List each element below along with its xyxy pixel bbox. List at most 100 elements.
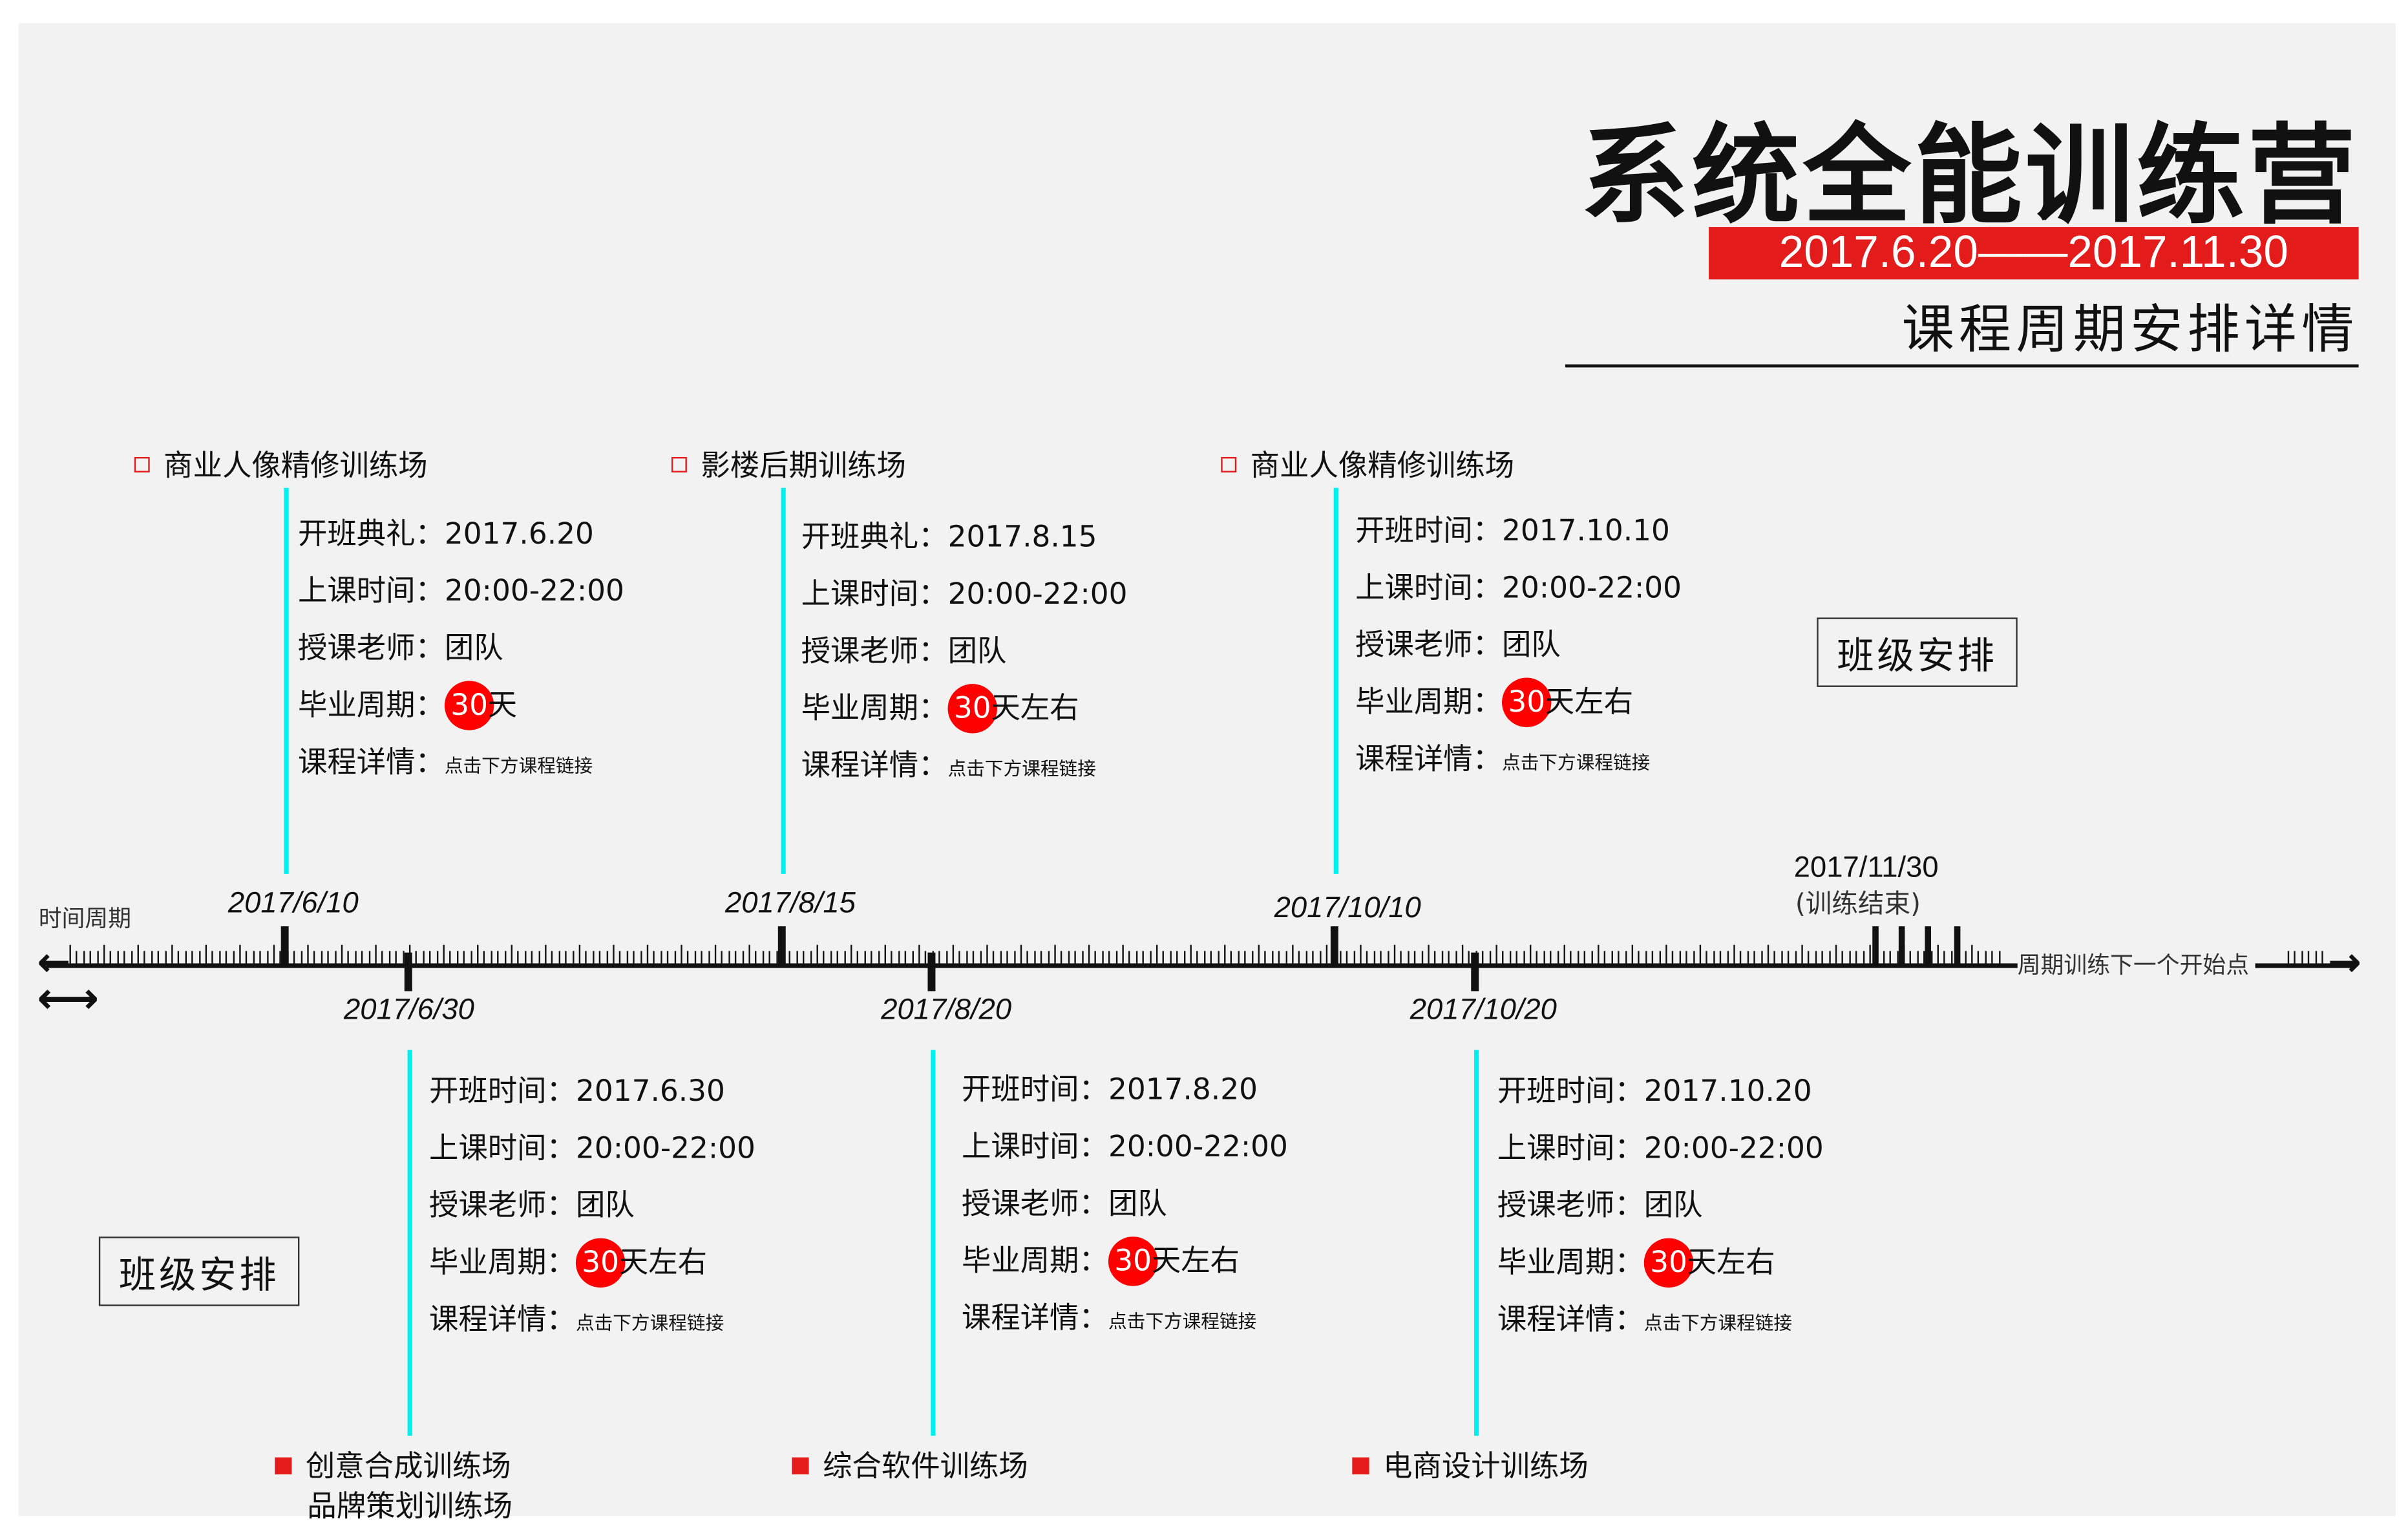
minor-tick: [871, 951, 872, 964]
minor-tick: [2301, 951, 2303, 964]
days-badge: 30: [947, 684, 998, 734]
cycle-row: 毕业周期：30天左右: [429, 1235, 755, 1292]
minor-tick: [1414, 951, 1416, 964]
minor-tick: [1244, 951, 1246, 964]
info-label: 开班时间：: [1355, 514, 1503, 548]
minor-tick: [1081, 951, 1083, 964]
minor-tick: [830, 951, 832, 964]
course-link[interactable]: 点击下方课程链接: [1502, 752, 1651, 774]
minor-tick: [1896, 951, 1898, 964]
minor-tick: [1747, 951, 1749, 964]
minor-tick: [1598, 944, 1600, 964]
minor-tick: [1848, 951, 1851, 964]
minor-tick: [1115, 951, 1117, 964]
cycle-row: 毕业周期：30天左右: [1497, 1235, 1824, 1292]
minor-tick: [959, 951, 961, 964]
info-label: 授课老师：: [1355, 628, 1503, 663]
minor-tick: [1720, 951, 1722, 964]
minor-tick: [701, 951, 703, 964]
minor-tick: [137, 944, 139, 964]
minor-tick: [1584, 951, 1586, 964]
info-label: 课程详情：: [801, 748, 948, 783]
info-row: 上课时间：20:00-22:00: [298, 564, 624, 621]
minor-tick: [1530, 944, 1532, 964]
info-label: 毕业周期：: [1355, 685, 1503, 720]
info-value: 2017.10.10: [1502, 514, 1670, 548]
cycle-row: 毕业周期：30天左右: [801, 681, 1128, 738]
minor-tick: [681, 944, 682, 964]
info-label: 开班典礼：: [297, 517, 445, 551]
info-row: 开班时间：2017.8.20: [962, 1062, 1288, 1119]
days-suffix: 天左右: [1545, 685, 1634, 720]
info-value: 2017.8.20: [1108, 1073, 1258, 1107]
title-divider: [1565, 364, 2359, 368]
minor-tick: [253, 951, 255, 964]
double-arrow-icon: ⟷: [37, 972, 100, 1024]
minor-tick: [96, 951, 98, 964]
course-link[interactable]: 点击下方课程链接: [444, 754, 593, 777]
arrow-right-icon: →: [2327, 940, 2361, 987]
end-tick: [1898, 926, 1905, 965]
filled-square-icon: [275, 1456, 292, 1474]
days-badge: 30: [444, 681, 494, 730]
info-row: 开班典礼：2017.6.20: [298, 506, 624, 563]
minor-tick: [1360, 944, 1362, 964]
minor-tick: [748, 944, 750, 964]
minor-tick: [619, 951, 622, 964]
minor-tick: [864, 951, 866, 964]
minor-tick: [429, 951, 431, 964]
course-name: 商业人像精修训练场: [164, 449, 428, 483]
minor-tick: [1944, 951, 1946, 964]
cycle-row: 毕业周期：30天左右: [962, 1233, 1288, 1290]
minor-tick: [232, 951, 235, 964]
axis-date-label: 2017/10/10: [1274, 892, 1421, 925]
minor-tick: [721, 951, 723, 964]
minor-tick: [2294, 951, 2296, 964]
minor-tick: [1122, 944, 1124, 964]
minor-tick: [110, 951, 112, 964]
minor-tick: [69, 944, 71, 964]
minor-tick: [1434, 951, 1437, 964]
minor-tick: [436, 951, 438, 964]
minor-tick: [1536, 951, 1538, 964]
minor-tick: [633, 951, 635, 964]
axis-date-label: 2017/6/10: [227, 887, 359, 920]
minor-tick: [1271, 951, 1274, 964]
minor-tick: [361, 951, 363, 964]
course-name: 电商设计训练场: [1383, 1449, 1589, 1484]
course-link[interactable]: 点击下方课程链接: [947, 758, 1096, 780]
minor-tick: [511, 944, 512, 964]
info-label: 授课老师：: [1497, 1189, 1644, 1223]
minor-tick: [456, 951, 458, 964]
info-label: 毕业周期：: [297, 688, 445, 723]
minor-tick: [986, 944, 988, 964]
minor-tick: [1665, 944, 1667, 964]
course-link[interactable]: 点击下方课程链接: [1108, 1310, 1257, 1333]
connector-line: [1333, 487, 1338, 874]
minor-tick: [538, 951, 540, 964]
info-label: 上课时间：: [429, 1131, 576, 1166]
minor-tick: [1074, 951, 1077, 964]
course-name: 影楼后期训练场: [701, 449, 907, 483]
info-label: 课程详情：: [429, 1302, 576, 1337]
minor-tick: [239, 944, 241, 964]
filled-square-icon: [1352, 1456, 1369, 1474]
minor-tick: [1937, 944, 1939, 964]
minor-tick: [1238, 951, 1240, 964]
minor-tick: [809, 951, 812, 964]
info-value: 2017.8.15: [947, 520, 1097, 555]
minor-tick: [1495, 944, 1497, 964]
course-link[interactable]: 点击下方课程链接: [575, 1312, 724, 1334]
minor-tick: [1353, 951, 1355, 964]
cycle-row: 毕业周期：30天: [298, 678, 624, 735]
minor-tick: [1006, 951, 1009, 964]
minor-tick: [1366, 951, 1369, 964]
minor-tick: [1679, 951, 1681, 964]
course-link[interactable]: 点击下方课程链接: [1643, 1312, 1793, 1334]
minor-tick: [463, 951, 465, 964]
minor-tick: [592, 951, 595, 964]
minor-tick: [89, 951, 92, 964]
info-label: 上课时间：: [1355, 571, 1503, 606]
